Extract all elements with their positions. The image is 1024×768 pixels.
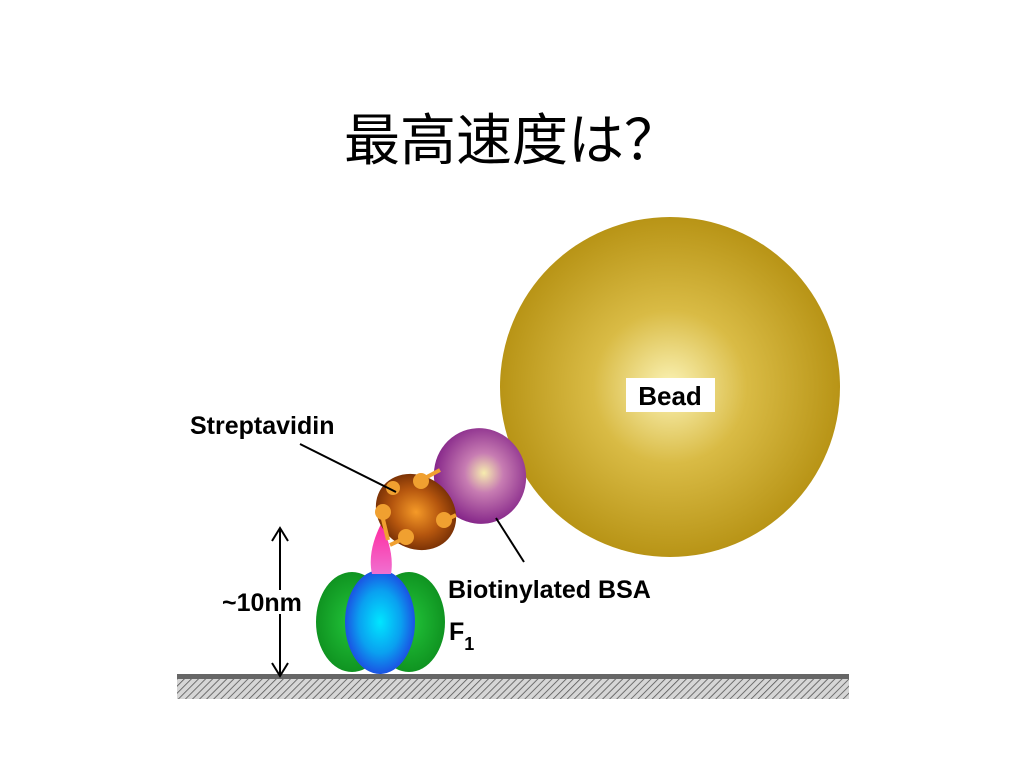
f1-motor	[316, 570, 445, 674]
biotin-dot	[436, 512, 452, 528]
f1-center-subunit	[345, 570, 415, 674]
streptavidin-leader-line	[299, 443, 397, 493]
biotin-dot	[398, 529, 414, 545]
height-label: ~10nm	[222, 589, 302, 617]
biotin-dot	[386, 481, 400, 495]
biotin-dots	[375, 473, 452, 545]
bsa-leader-line	[495, 517, 525, 563]
bead-label: Bead	[638, 381, 702, 411]
f1-label: F1	[449, 618, 474, 654]
biotinylated-bsa-label: Biotinylated BSA	[448, 576, 651, 604]
bead-label-box	[626, 378, 715, 412]
f1-label-subscript: 1	[464, 634, 474, 654]
height-marker	[271, 526, 289, 678]
biotin-dot	[375, 504, 391, 520]
slide-title: 最高速度は？	[344, 109, 680, 174]
biotinylated-bsa	[433, 428, 527, 524]
biotin-dot	[413, 473, 429, 489]
streptavidin-label: Streptavidin	[190, 412, 334, 440]
f1-label-main: F	[449, 618, 464, 646]
glass-surface	[177, 674, 849, 699]
gamma-subunit	[370, 524, 392, 574]
